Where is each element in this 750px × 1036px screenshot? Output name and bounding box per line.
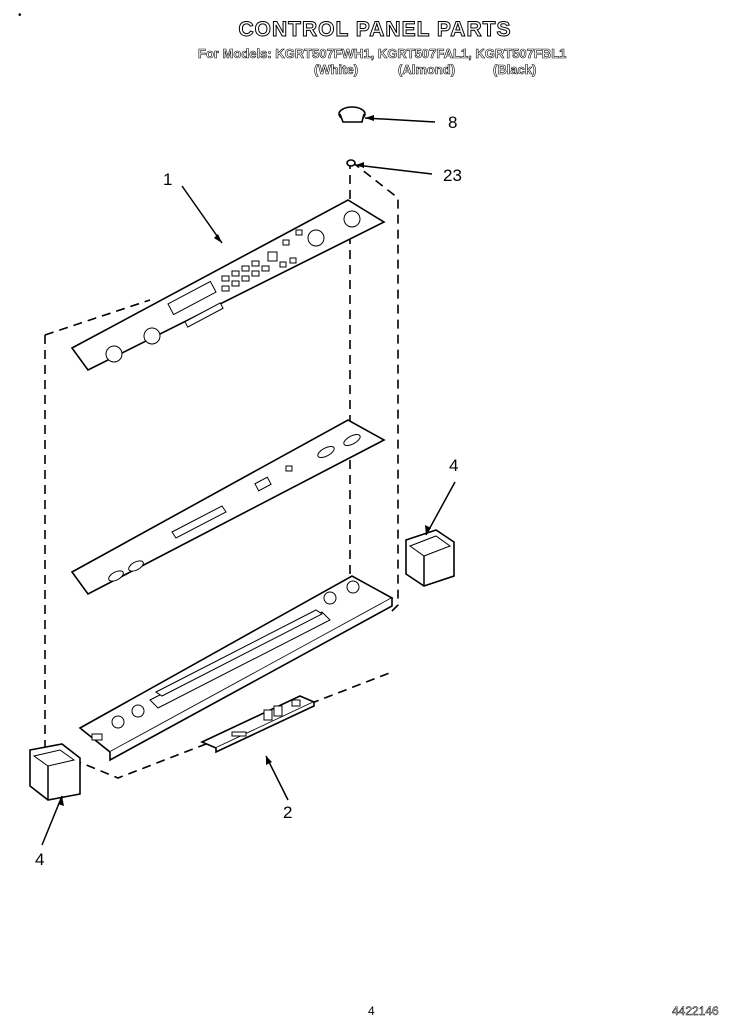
middle-panel (70, 419, 386, 596)
callout-1: 1 (163, 170, 173, 189)
callout-4-left: 4 (35, 850, 45, 869)
end-cap-right-part-4 (405, 481, 456, 587)
stray-mark: • (18, 10, 22, 21)
circuit-board-part-2 (200, 695, 316, 801)
page-number: 4 (368, 1004, 375, 1018)
knob-part-8 (338, 106, 436, 123)
color-almond: (Almond) (398, 62, 456, 78)
console-base (78, 575, 394, 762)
clip-part-23 (346, 159, 433, 175)
document-number: 4422146 (672, 1004, 719, 1019)
callout-23: 23 (443, 166, 462, 185)
end-cap-left-part-4 (29, 743, 81, 846)
overlay-panel-part-1 (70, 185, 386, 372)
callout-2: 2 (283, 803, 293, 822)
color-black: (Black) (493, 62, 537, 78)
page-title: CONTROL PANEL PARTS (238, 18, 512, 42)
callout-4-right: 4 (449, 456, 459, 475)
models-line: For Models: KGRT507FWH1, KGRT507FAL1, KG… (198, 46, 567, 62)
callout-8: 8 (448, 113, 458, 132)
color-white: (White) (314, 62, 359, 78)
